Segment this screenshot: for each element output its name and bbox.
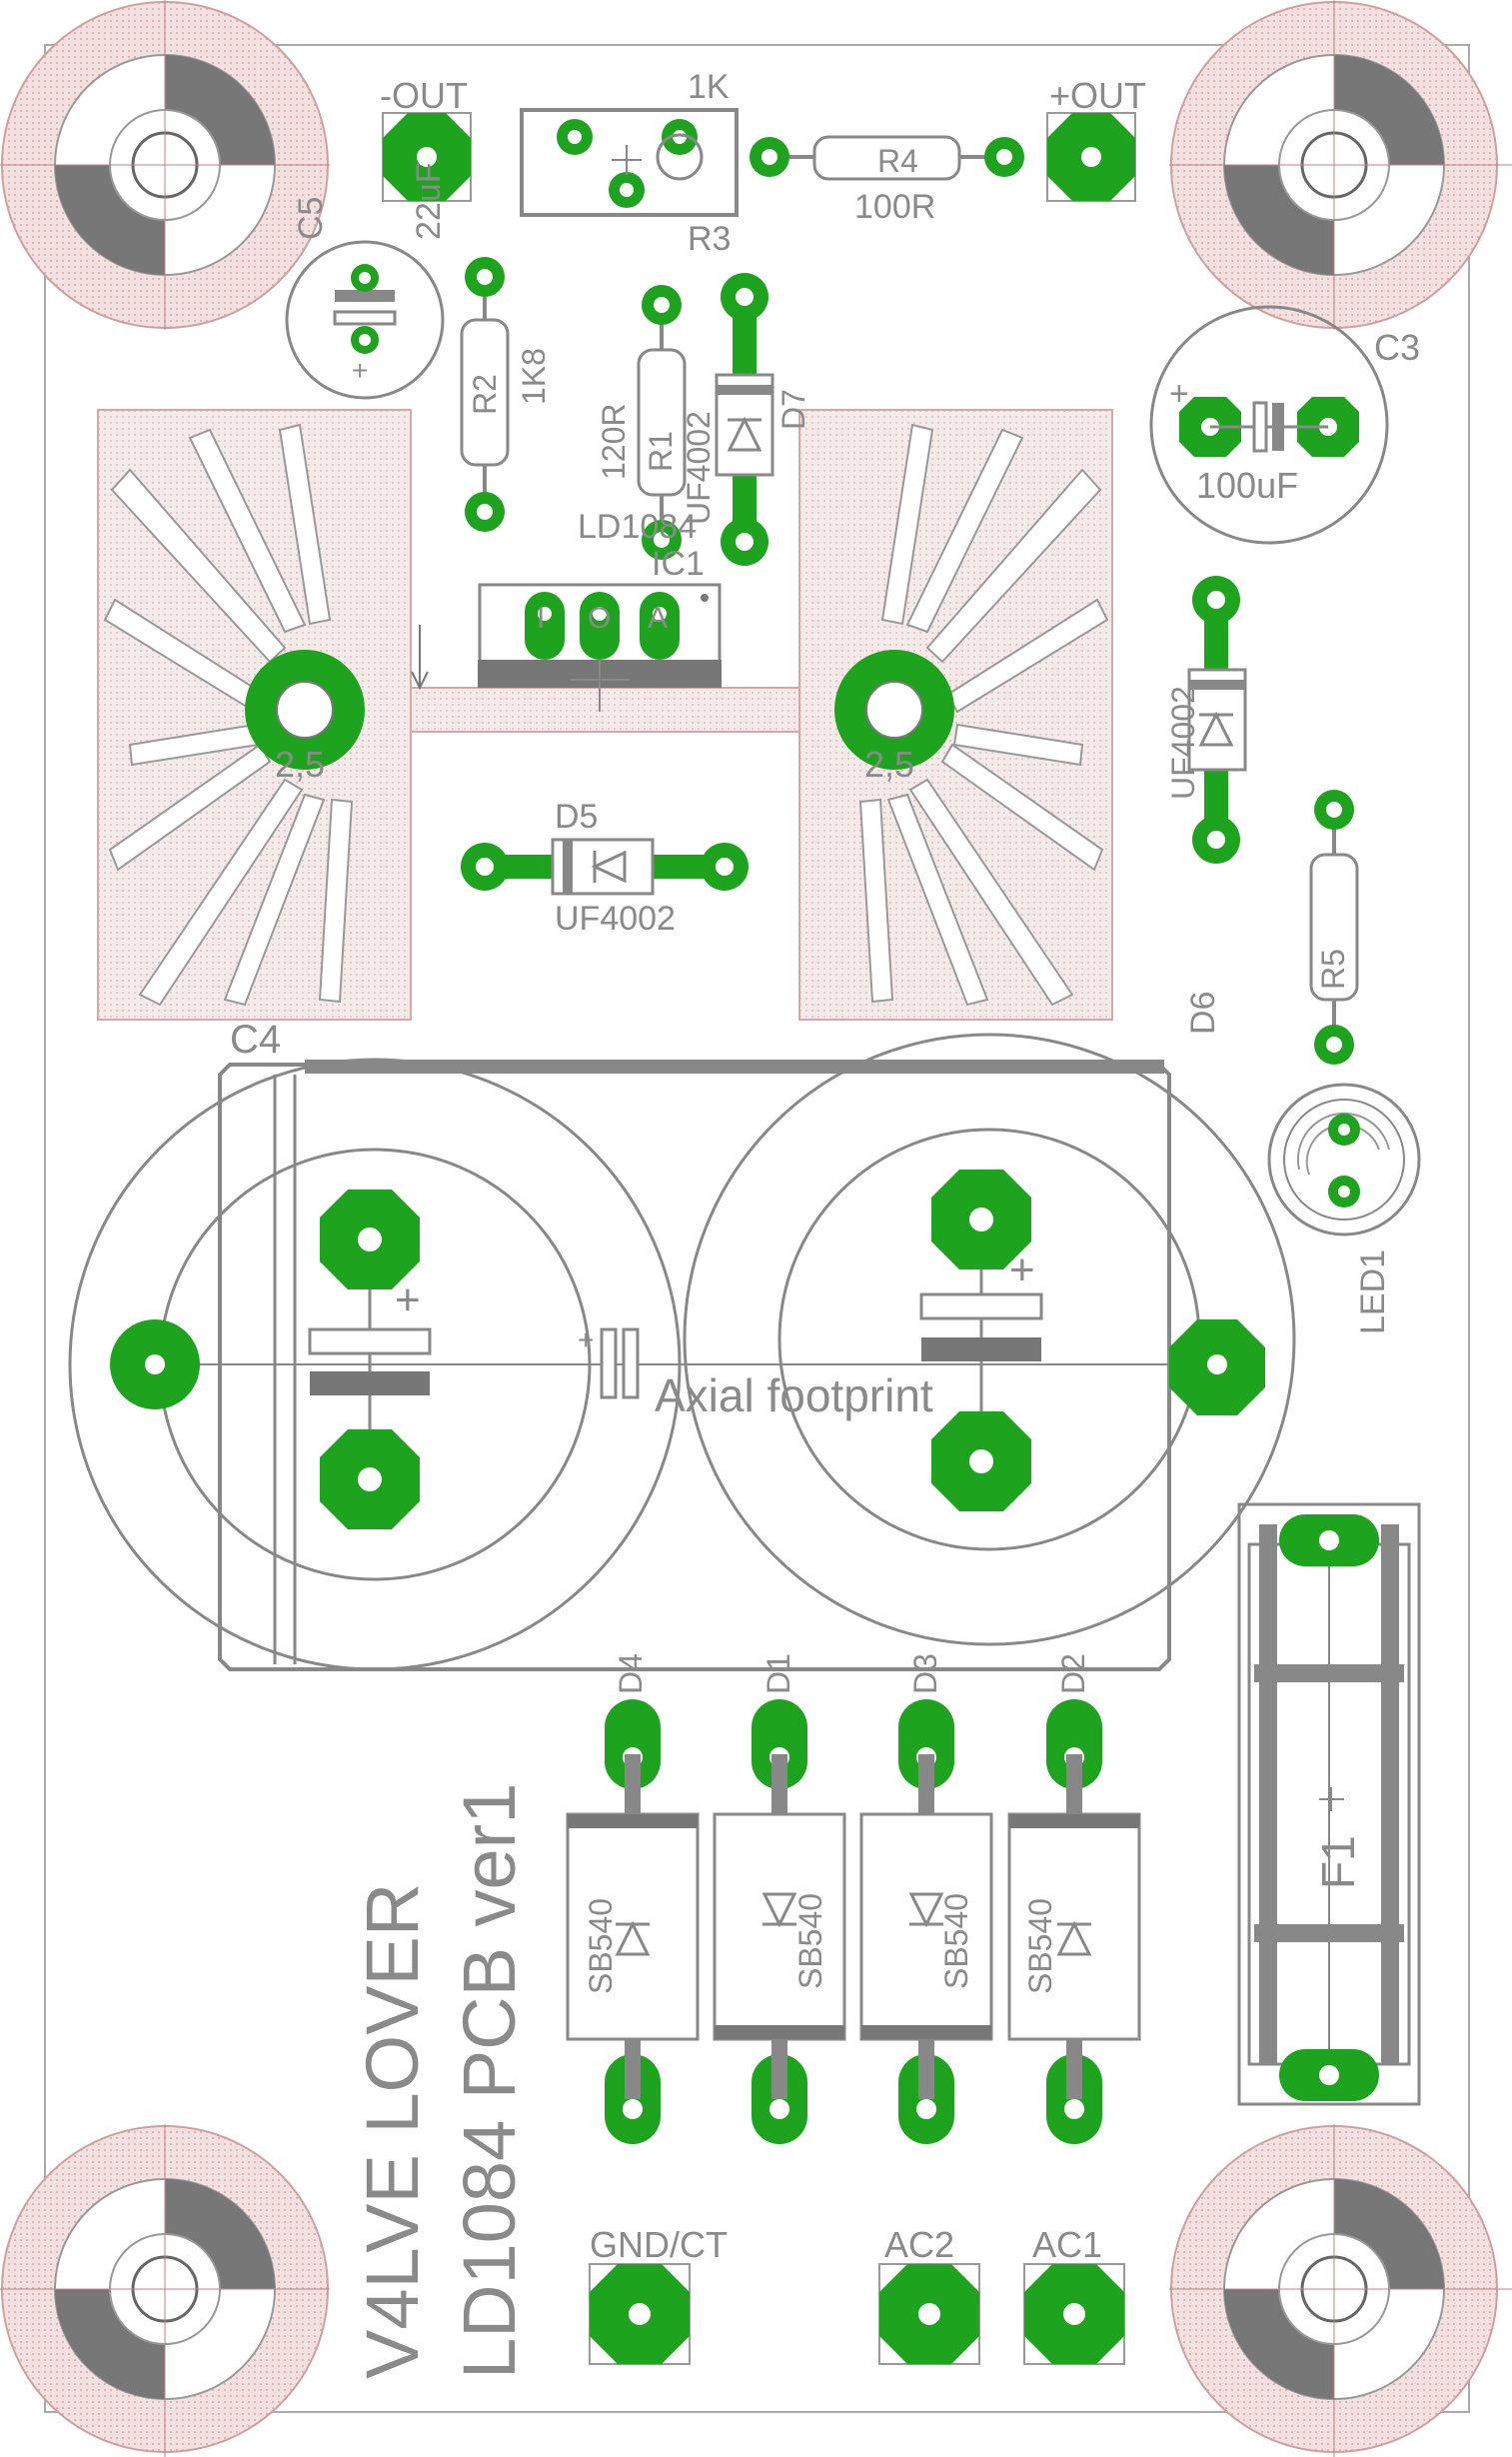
- ac2-label: AC2: [884, 2224, 954, 2265]
- d7-name: D7: [775, 389, 811, 430]
- heatsink-left-label: 2,5: [275, 744, 325, 785]
- r4-name: R4: [877, 143, 918, 179]
- r2-value: 1K8: [516, 348, 552, 405]
- diode-d2: SB540 D2: [1007, 1653, 1141, 2144]
- led-led1: LED1: [1267, 1083, 1421, 1334]
- d6-name: D6: [1184, 992, 1222, 1035]
- c4-name: C4: [230, 1018, 281, 1062]
- d4-part: SB540: [583, 1898, 619, 1994]
- diode-d1: SB540 D1: [713, 1653, 846, 2144]
- mounting-hole-bottom-left: [0, 2124, 330, 2457]
- r4-value: 100R: [854, 188, 935, 226]
- d1-part: SB540: [792, 1893, 828, 1989]
- regulator-ic1: I O A LD1084 IC1: [478, 508, 722, 712]
- svg-text:+: +: [352, 355, 368, 386]
- capacitor-c3: + C3 100uF: [1149, 305, 1420, 545]
- led1-name: LED1: [1354, 1249, 1392, 1334]
- axial-footprint-label: Axial footprint: [655, 1369, 933, 1421]
- d2-name: D2: [1055, 1653, 1091, 1694]
- svg-text:+: +: [578, 1324, 594, 1355]
- mounting-hole-top-left: [0, 0, 330, 330]
- pad-out-negative: -OUT: [380, 75, 472, 202]
- gnd-ct-label: GND/CT: [590, 2224, 728, 2265]
- r5-name: R5: [1315, 949, 1351, 990]
- d1-name: D1: [760, 1653, 796, 1694]
- capacitor-c5: C5 22uF +: [285, 163, 448, 400]
- diode-d7: D7 UF4002: [681, 273, 811, 566]
- svg-text:+: +: [1009, 1245, 1035, 1294]
- ic1-name: IC1: [652, 545, 705, 583]
- svg-text:+: +: [1169, 375, 1189, 413]
- d7-value: UF4002: [681, 411, 717, 525]
- svg-text:+: +: [395, 1275, 421, 1324]
- out-negative-label: -OUT: [380, 75, 468, 116]
- ic1-pin-3-label: A: [648, 602, 668, 635]
- c5-value: 22uF: [410, 163, 448, 241]
- d4-name: D4: [613, 1653, 649, 1694]
- mounting-hole-bottom-right: [1169, 2124, 1512, 2457]
- r2-name: R2: [467, 374, 503, 415]
- r1-value: 120R: [596, 404, 632, 481]
- d3-part: SB540: [938, 1893, 974, 1989]
- r3-value: 1K: [688, 68, 730, 106]
- d2-part: SB540: [1022, 1898, 1058, 1994]
- ic1-pin-2-label: O: [588, 602, 611, 635]
- c5-name: C5: [292, 197, 330, 240]
- pad-gnd-ct: GND/CT: [589, 2224, 728, 2365]
- diode-d3: SB540 D3: [859, 1653, 993, 2144]
- pad-out-positive: +OUT: [1046, 75, 1146, 202]
- heatsink-right-label: 2,5: [864, 744, 914, 785]
- resistor-r2: R2 1K8: [460, 257, 552, 532]
- ac1-label: AC1: [1032, 2224, 1102, 2265]
- pad-ac2: AC2: [878, 2224, 980, 2365]
- board-title-line1: V4LVE LOVER: [351, 1883, 434, 2379]
- resistor-r1: R1 120R: [596, 285, 687, 560]
- r3-name: R3: [688, 220, 731, 258]
- trimmer-r3: 1K R3: [520, 68, 739, 258]
- board-title-line2: LD1084 PCB ver1: [448, 1783, 531, 2379]
- f1-name: F1: [1312, 1835, 1364, 1889]
- diode-d4: SB540 D4: [566, 1653, 700, 2144]
- pad-ac1: AC1: [1023, 2224, 1125, 2365]
- capacitor-c4: C4 + + + Axial footprint: [68, 1018, 1296, 1671]
- ic1-pin-1-label: I: [537, 602, 545, 635]
- d6-value: UF4002: [1165, 686, 1201, 800]
- fuse-f1: F1: [1237, 1502, 1421, 2106]
- out-positive-label: +OUT: [1049, 75, 1146, 116]
- d3-name: D3: [907, 1653, 943, 1694]
- diode-d6: UF4002 D6: [1165, 576, 1247, 1035]
- diode-d5: D5 UF4002: [461, 798, 749, 938]
- d5-name: D5: [555, 798, 598, 836]
- c3-value: 100uF: [1196, 465, 1298, 506]
- heatsink: 2,5 2,5: [97, 409, 1113, 1021]
- r1-name: R1: [643, 431, 679, 472]
- ic1-part-number: LD1084: [578, 508, 697, 546]
- c3-name: C3: [1374, 327, 1420, 368]
- d5-value: UF4002: [555, 900, 676, 938]
- resistor-r4: R4 100R: [750, 135, 1024, 226]
- mounting-hole-top-right: [1169, 0, 1512, 330]
- resistor-r5: R5: [1309, 790, 1359, 1065]
